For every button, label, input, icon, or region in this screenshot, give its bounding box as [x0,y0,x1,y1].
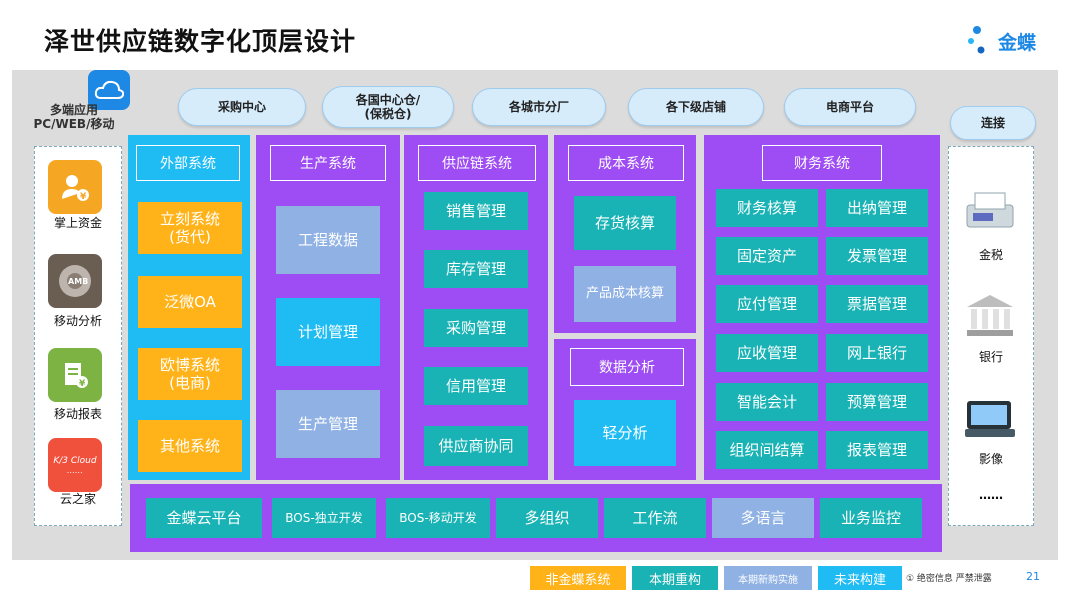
finance-module[interactable]: 固定资产 [716,237,818,275]
multi-terminal-line2: PC/WEB/移动 [33,117,115,131]
svg-text:¥: ¥ [79,379,86,389]
production-header: 生产系统 [270,145,386,181]
finance-module[interactable]: 组织间结算 [716,431,818,469]
production-module[interactable]: 生产管理 [276,390,380,458]
logo-dots-icon [968,26,985,54]
logo-text: 金蝶 [998,32,1037,54]
cost-module[interactable]: 存货核算 [574,196,676,250]
supply-chain-module[interactable]: 信用管理 [424,367,528,405]
external-systems-header: 外部系统 [136,145,240,181]
finance-module[interactable]: 应付管理 [716,285,818,323]
supply-chain-module[interactable]: 供应商协同 [424,426,528,466]
tax-machine-icon [962,186,1018,238]
page-title: 泽世供应链数字化顶层设计 [44,27,357,56]
page-number: 21 [1026,570,1040,583]
cloud-connect: 连接 [950,99,1036,140]
supply-chain-module[interactable]: 销售管理 [424,192,528,230]
finance-header: 财务系统 [762,145,882,181]
cost-module[interactable]: 产品成本核算 [574,266,676,322]
data-analysis-header: 数据分析 [570,348,684,386]
supply-chain-header: 供应链系统 [418,145,536,181]
cloud-label: 采购中心 [217,100,266,114]
finance-module[interactable]: 发票管理 [826,237,928,275]
external-system-box[interactable]: 其他系统 [138,420,242,472]
cloud-label: 电商平台 [825,100,874,114]
app-label: 掌上资金 [53,216,102,230]
legend-new-purchase: 本期新购实施 [724,566,812,590]
cloud-home-icon-dots: …… [67,465,83,475]
legend-rebuild: 本期重构 [632,566,718,590]
cloud-label: 连接 [980,116,1005,130]
platform-module[interactable]: BOS-独立开发 [272,498,376,538]
external-system-box[interactable]: 泛微OA [138,276,242,328]
supply-chain-module[interactable]: 采购管理 [424,309,528,347]
finance-module[interactable]: 智能会计 [716,383,818,421]
cloud-procurement-center: 采购中心 [178,81,306,126]
legend-future: 未来构建 [818,566,902,590]
confidential-note: ① 绝密信息 严禁泄露 [906,574,992,584]
legend-non-kingdee: 非金蝶系统 [530,566,626,590]
scanner-icon [962,392,1018,444]
svg-text:¥: ¥ [80,192,87,202]
finance-module[interactable]: 报表管理 [826,431,928,469]
platform-module[interactable]: 多语言 [712,498,814,538]
finance-module[interactable]: 出纳管理 [826,189,928,227]
cloud-home-icon-text: K/3 Cloud [53,455,97,466]
app-label: 移动报表 [53,407,102,421]
production-module[interactable]: 计划管理 [276,298,380,366]
cloud-central-warehouse: 各国中心仓/ (保税仓) [322,78,454,128]
finance-module[interactable]: 网上银行 [826,334,928,372]
external-system-box[interactable]: 欧博系统 (电商) [138,348,242,400]
platform-module[interactable]: BOS-移动开发 [386,498,490,538]
connect-label: 银行 [978,350,1003,364]
finance-module[interactable]: 票据管理 [826,285,928,323]
production-module[interactable]: 工程数据 [276,206,380,274]
kingdee-logo [967,24,1047,56]
finance-module[interactable]: 应收管理 [716,334,818,372]
cloud-label: 各国中心仓/ (保税仓) [355,93,421,121]
bank-icon [962,290,1018,342]
svg-text:AMB: AMB [68,277,88,286]
cost-header: 成本系统 [568,145,684,181]
connect-more: …… [979,488,1003,502]
platform-module[interactable]: 金蝶云平台 [146,498,262,538]
cloud-sub-stores: 各下级店铺 [628,81,764,126]
finance-module[interactable]: 预算管理 [826,383,928,421]
cloud-label: 各下级店铺 [665,100,726,114]
external-system-box[interactable]: 立刻系统 (货代) [138,202,242,254]
finance-module[interactable]: 财务核算 [716,189,818,227]
connect-label: 影像 [978,452,1003,466]
supply-chain-module[interactable]: 库存管理 [424,250,528,288]
cloud-label: 各城市分厂 [508,100,569,114]
cloud-home-icon[interactable]: K/3 Cloud …… [48,438,102,492]
platform-module[interactable]: 工作流 [604,498,706,538]
app-label: 移动分析 [53,314,102,328]
platform-module[interactable]: 业务监控 [820,498,922,538]
multi-terminal-line1: 多端应用 [49,103,98,117]
dial-icon[interactable]: AMB [48,254,102,308]
app-label: 云之家 [59,492,96,506]
report-icon[interactable]: ¥ [48,348,102,402]
multi-terminal-label: 多端应用 PC/WEB/移动 [26,103,122,131]
wallet-icon[interactable]: ¥ [48,160,102,214]
cloud-ecommerce: 电商平台 [784,81,916,126]
multi-terminal-cloud-icon [88,70,130,110]
connect-label: 金税 [978,248,1003,262]
light-analysis-module[interactable]: 轻分析 [574,400,676,466]
platform-module[interactable]: 多组织 [496,498,598,538]
cloud-city-factories: 各城市分厂 [472,81,606,126]
